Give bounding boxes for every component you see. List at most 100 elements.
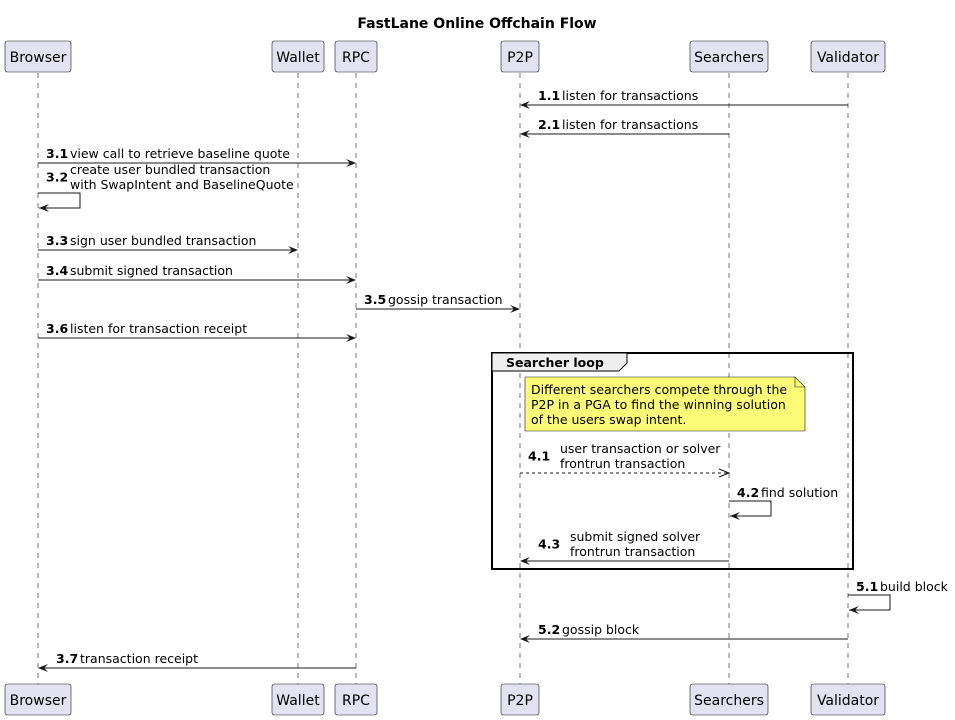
- message-label-line: view call to retrieve baseline quote: [70, 146, 290, 161]
- message-label-line: listen for transactions: [562, 117, 698, 132]
- arrowhead: [288, 246, 298, 254]
- participant-searchers-bottom-label: Searchers: [694, 693, 764, 709]
- message-number: 3.5: [364, 292, 386, 307]
- participant-p2p-top-label: P2P: [507, 50, 533, 66]
- message-label-line: with SwapIntent and BaselineQuote: [70, 177, 294, 192]
- message-number: 5.2: [538, 622, 560, 637]
- participant-searchers-bottom-box: [689, 683, 769, 716]
- participants: BrowserBrowserWalletWalletRPCRPCP2PP2PSe…: [4, 40, 886, 716]
- participant-validator-bottom-label: Validator: [817, 693, 879, 709]
- message-label-line: listen for transactions: [562, 88, 698, 103]
- participant-rpc-top-label: RPC: [342, 50, 370, 66]
- group-label-tab: [491, 352, 628, 372]
- participant-p2p-bottom-box: [500, 683, 540, 716]
- message-number: 3.3: [46, 233, 68, 248]
- note-line-3: of the users swap intent.: [531, 412, 686, 427]
- arrowhead: [510, 305, 520, 313]
- participant-validator-bottom-box: [810, 683, 886, 716]
- arrowhead: [520, 130, 530, 138]
- message-number: 1.1: [538, 88, 560, 103]
- participant-p2p-bottom-label: P2P: [507, 693, 533, 709]
- message-line: [729, 500, 772, 517]
- note-fold: [794, 377, 805, 388]
- message-label-line: gossip transaction: [388, 292, 503, 307]
- message-number: 4.2: [737, 485, 759, 500]
- arrowhead: [346, 334, 356, 342]
- lifelines: [37, 73, 849, 684]
- message-number: 2.1: [538, 117, 560, 132]
- participant-browser-bottom-label: Browser: [10, 693, 67, 709]
- arrowhead: [346, 159, 356, 167]
- message-number: 4.1: [528, 449, 550, 464]
- message-label-line: transaction receipt: [80, 651, 198, 666]
- participant-browser-top-label: Browser: [10, 50, 67, 66]
- message-label-line: frontrun transaction: [560, 456, 685, 471]
- group-label: Searcher loop: [506, 355, 604, 370]
- participant-browser-top-box: [4, 40, 72, 73]
- note-line-2: P2P in a PGA to find the winning solutio…: [531, 397, 786, 412]
- participant-p2p-top-box: [500, 40, 540, 73]
- participant-searchers-top-label: Searchers: [694, 50, 764, 66]
- participant-wallet-top-label: Wallet: [276, 50, 320, 66]
- arrowhead: [346, 276, 356, 284]
- message-line: [38, 192, 81, 209]
- participant-validator-top-label: Validator: [817, 50, 879, 66]
- participant-rpc-bottom-box: [334, 683, 378, 716]
- message-label-line: find solution: [761, 485, 838, 500]
- note-line-1: Different searchers compete through the: [531, 382, 787, 397]
- message-label-line: submit signed transaction: [70, 263, 233, 278]
- message-label-line: user transaction or solver: [560, 441, 721, 456]
- arrowhead: [39, 204, 49, 212]
- arrowhead: [730, 512, 740, 520]
- group-frame: [491, 352, 854, 570]
- arrowhead: [520, 557, 530, 565]
- message-label-line: create user bundled transaction: [70, 162, 270, 177]
- note-shape: [524, 376, 806, 432]
- arrowhead: [520, 635, 530, 643]
- searcher-loop-group: Searcher loop: [491, 352, 854, 570]
- message-number: 5.1: [856, 579, 878, 594]
- participant-browser-bottom-box: [4, 683, 72, 716]
- message-number: 3.6: [46, 321, 68, 336]
- participant-wallet-bottom-label: Wallet: [276, 693, 320, 709]
- message-label-line: frontrun transaction: [570, 544, 695, 559]
- message-number: 3.7: [56, 651, 78, 666]
- message-line: [848, 594, 891, 611]
- message-label-line: listen for transaction receipt: [70, 321, 247, 336]
- participant-rpc-bottom-label: RPC: [342, 693, 370, 709]
- diagram-title: FastLane Online Offchain Flow: [357, 16, 596, 32]
- message-number: 3.2: [46, 170, 68, 185]
- arrowhead: [718, 468, 731, 478]
- message-number: 4.3: [538, 537, 560, 552]
- participant-rpc-top-box: [334, 40, 378, 73]
- message-number: 3.1: [46, 146, 68, 161]
- arrowhead: [38, 664, 48, 672]
- participant-validator-top-box: [810, 40, 886, 73]
- participant-searchers-top-box: [689, 40, 769, 73]
- participant-wallet-bottom-box: [271, 683, 325, 716]
- message-label-line: gossip block: [562, 622, 640, 637]
- message-number: 3.4: [46, 263, 68, 278]
- arrowhead: [520, 101, 530, 109]
- arrowhead: [849, 606, 859, 614]
- note: Different searchers compete through the …: [524, 376, 806, 432]
- message-label-line: sign user bundled transaction: [70, 233, 256, 248]
- message-label-line: build block: [880, 579, 949, 594]
- participant-wallet-top-box: [271, 40, 325, 73]
